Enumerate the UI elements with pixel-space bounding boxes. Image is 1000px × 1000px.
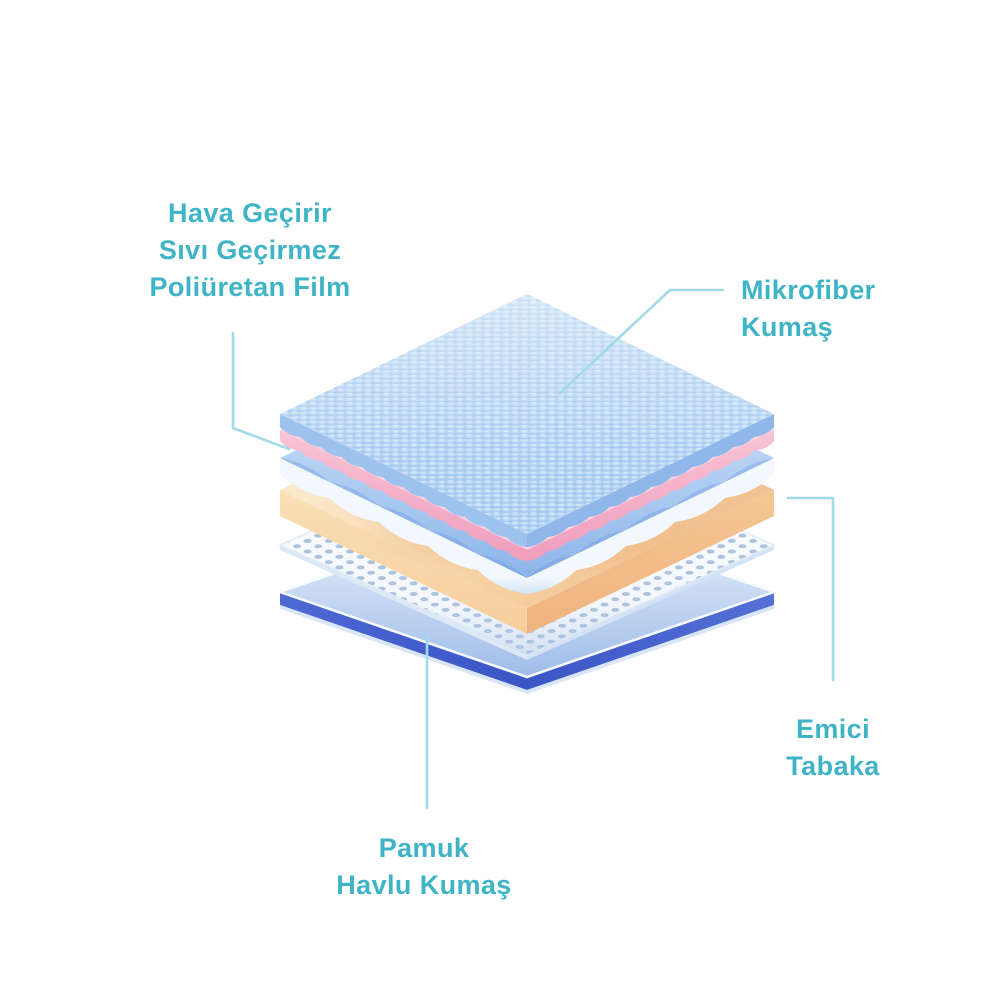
connector-emici-tabaka	[786, 496, 835, 682]
label-emici-tabaka: Emici Tabaka	[786, 714, 880, 781]
label-mikrofiber-kumas: Mikrofiber Kumaş	[741, 275, 876, 342]
layer-microfiber-top	[279, 294, 775, 547]
connector-poliuretan-film	[231, 331, 291, 451]
label-pamuk-havlu-kumas: Pamuk Havlu Kumaş	[336, 833, 512, 900]
connector-lines	[231, 288, 835, 810]
connector-mikrofiber	[558, 288, 725, 395]
label-poliuretan-film: Hava Geçirir Sıvı Geçirmez Poliüretan Fi…	[149, 198, 351, 302]
